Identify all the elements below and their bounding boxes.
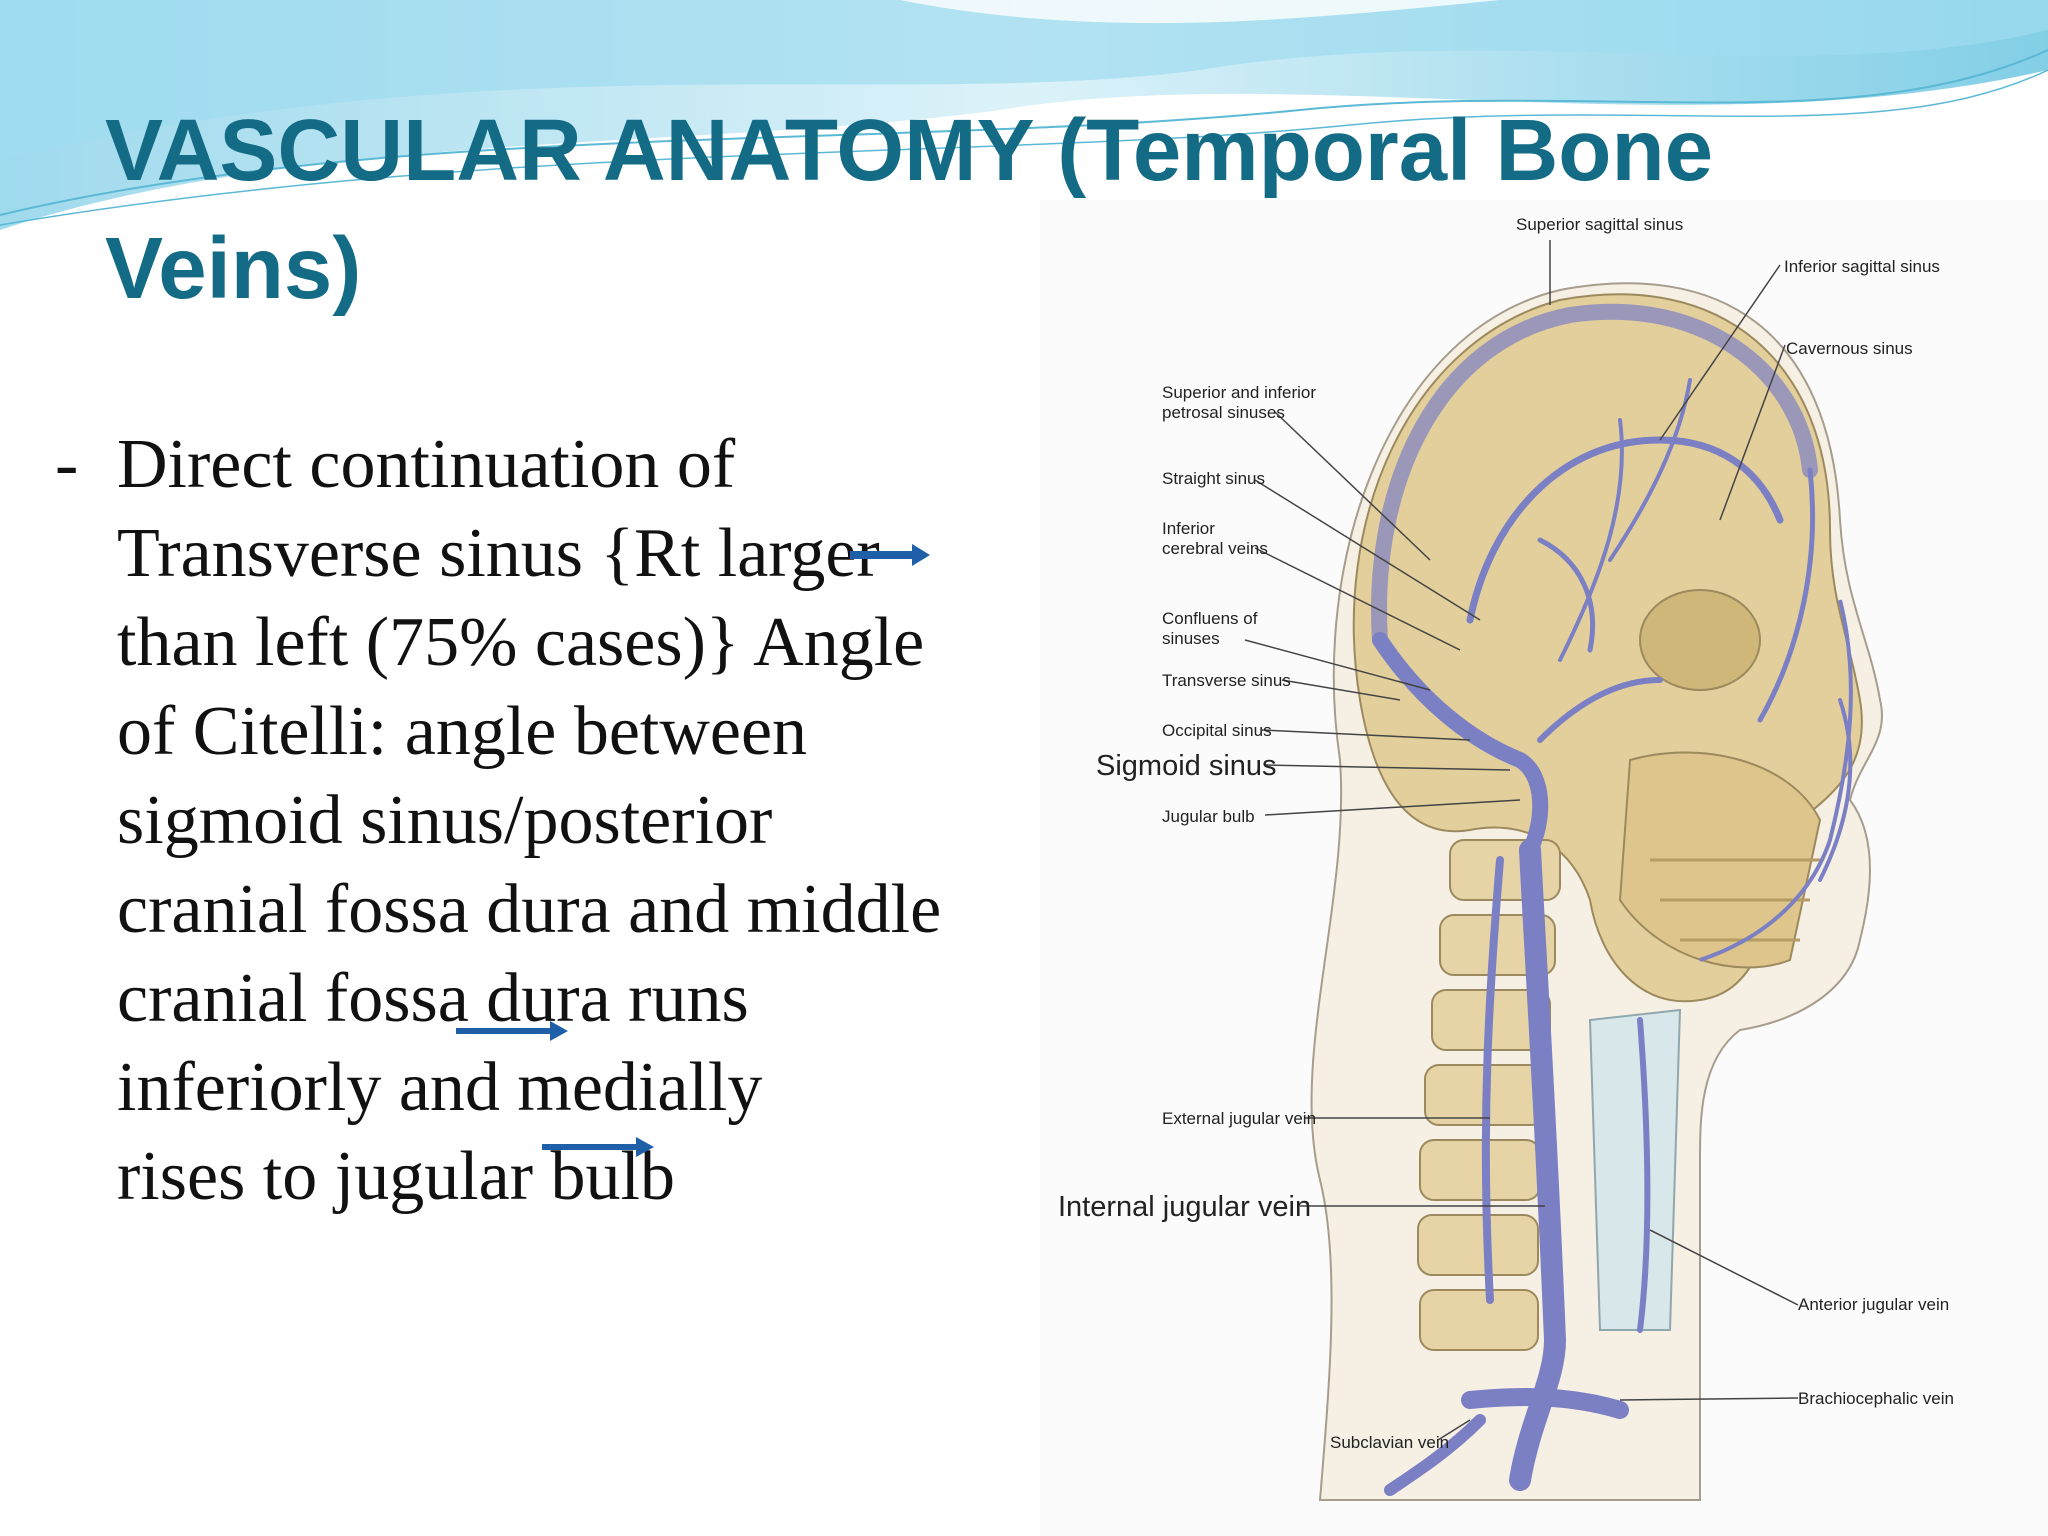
- slide-title: VASCULAR ANATOMY (Temporal Bone Veins): [105, 92, 1805, 328]
- slide-title-line-2: Veins): [105, 220, 362, 317]
- label-anterior-jugular-vein: Anterior jugular vein: [1798, 1295, 1949, 1314]
- label-internal-jugular-vein: Internal jugular vein: [1058, 1191, 1311, 1223]
- bullet-line-4: of Citelli: angle between: [55, 687, 1045, 776]
- label-confluens-of-sinuses-2: sinuses: [1162, 629, 1220, 648]
- header-wave-decoration: [0, 0, 2048, 230]
- label-inferior-sagittal-sinus: Inferior sagittal sinus: [1784, 257, 1940, 276]
- label-confluens-of-sinuses-1: Confluens of: [1162, 609, 1258, 628]
- head-neck-veins-illustration: Superior sagittal sinus Inferior sagitta…: [1040, 200, 2048, 1536]
- bullet-line-8: inferiorly and medially: [55, 1043, 1045, 1132]
- label-superior-sagittal-sinus: Superior sagittal sinus: [1516, 215, 1683, 234]
- right-arrow-icon: [542, 1137, 654, 1157]
- body-text-line: rises to jugular bulb: [117, 1138, 675, 1215]
- label-inferior-cerebral-veins-1: Inferior: [1162, 519, 1215, 538]
- body-text-line: Direct continuation of: [117, 426, 736, 503]
- neck-veins: [1384, 839, 1651, 1496]
- right-arrow-icon: [850, 544, 930, 566]
- label-petrosal-sinuses-1: Superior and inferior: [1162, 383, 1316, 402]
- label-petrosal-sinuses-2: petrosal sinuses: [1162, 403, 1285, 422]
- label-inferior-cerebral-veins-2: cerebral veins: [1162, 539, 1268, 558]
- bullet-body: -Direct continuation of Transverse sinus…: [55, 420, 1045, 1221]
- body-text-line: of Citelli: angle between: [117, 693, 808, 770]
- label-cavernous-sinus: Cavernous sinus: [1786, 339, 1913, 358]
- label-occipital-sinus: Occipital sinus: [1162, 721, 1272, 740]
- label-straight-sinus: Straight sinus: [1162, 469, 1265, 488]
- label-subclavian-vein: Subclavian vein: [1330, 1433, 1449, 1452]
- right-arrow-icon: [456, 1021, 568, 1041]
- leader-lines: [1244, 240, 1799, 1441]
- bullet-line-1: -Direct continuation of: [55, 420, 1045, 509]
- body-text-line: cranial fossa dura and middle: [117, 871, 942, 948]
- bullet-line-5: sigmoid sinus/posterior: [55, 776, 1045, 865]
- bullet-marker: -: [55, 426, 79, 503]
- body-text-line: than left (75% cases)} Angle: [117, 604, 925, 681]
- label-brachiocephalic-vein: Brachiocephalic vein: [1798, 1389, 1954, 1408]
- bullet-line-6: cranial fossa dura and middle: [55, 865, 1045, 954]
- body-text-line: cranial fossa dura runs: [117, 960, 749, 1037]
- bullet-line-7: cranial fossa dura runs: [55, 954, 1045, 1043]
- body-text-line: inferiorly and medially: [117, 1049, 763, 1126]
- bullet-line-3: than left (75% cases)} Angle: [55, 598, 1045, 687]
- bullet-line-9: rises to jugular bulb: [55, 1132, 1045, 1221]
- body-text-line: Transverse sinus {Rt larger: [117, 515, 880, 592]
- dural-venous-sinuses: [1371, 303, 1853, 882]
- body-text-line: sigmoid sinus/posterior: [117, 782, 773, 859]
- label-transverse-sinus: Transverse sinus: [1162, 671, 1291, 690]
- label-external-jugular-vein: External jugular vein: [1162, 1109, 1316, 1128]
- label-jugular-bulb: Jugular bulb: [1162, 807, 1255, 826]
- label-sigmoid-sinus: Sigmoid sinus: [1096, 750, 1277, 782]
- slide-title-line-1: VASCULAR ANATOMY (Temporal Bone: [105, 102, 1713, 199]
- bullet-line-2: Transverse sinus {Rt larger: [55, 509, 1045, 598]
